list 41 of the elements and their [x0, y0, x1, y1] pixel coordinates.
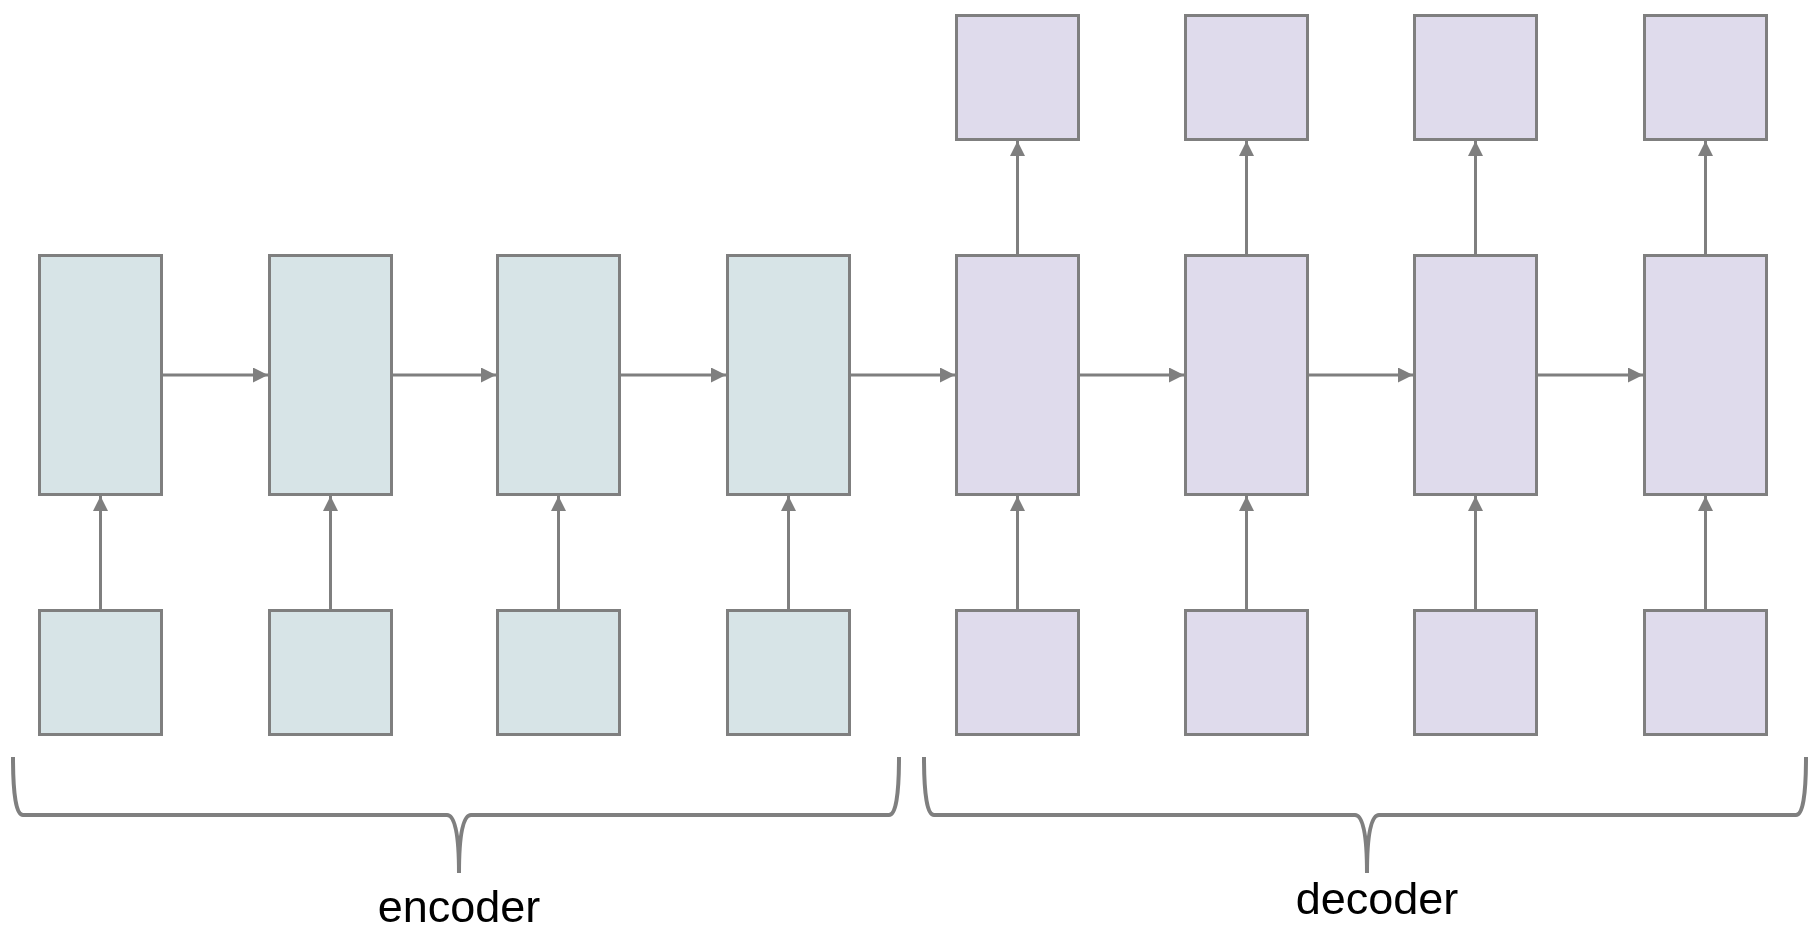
- cell-box: [1413, 609, 1538, 736]
- arrow: [1698, 141, 1713, 254]
- arrow: [163, 367, 268, 383]
- cell-box: [1184, 14, 1309, 141]
- cell-box: [726, 609, 851, 736]
- cell-box: [726, 254, 851, 496]
- cell-box: [955, 254, 1080, 496]
- arrow: [1010, 141, 1025, 254]
- arrow: [781, 496, 796, 609]
- group-label: encoder: [377, 884, 541, 929]
- cell-box: [1184, 609, 1309, 736]
- cell-box: [1184, 254, 1309, 496]
- cell-box: [496, 609, 621, 736]
- cell-box: [268, 609, 393, 736]
- cell-box: [38, 254, 163, 496]
- arrow: [1309, 367, 1413, 383]
- arrow: [1468, 496, 1483, 609]
- arrow: [1010, 496, 1025, 609]
- cell-box: [1413, 254, 1538, 496]
- cell-box: [1643, 609, 1768, 736]
- cell-box: [496, 254, 621, 496]
- arrow: [1239, 496, 1254, 609]
- cell-box: [1643, 14, 1768, 141]
- cell-box: [1413, 14, 1538, 141]
- arrow: [323, 496, 338, 609]
- arrow: [551, 496, 566, 609]
- cell-box: [1643, 254, 1768, 496]
- group-label: decoder: [1295, 876, 1459, 921]
- cell-box: [955, 609, 1080, 736]
- cell-box: [38, 609, 163, 736]
- arrow: [621, 367, 726, 383]
- cell-box: [268, 254, 393, 496]
- arrow: [1239, 141, 1254, 254]
- arrow: [1538, 367, 1643, 383]
- arrow: [851, 367, 955, 383]
- arrow: [1468, 141, 1483, 254]
- arrow: [393, 367, 496, 383]
- cell-box: [955, 14, 1080, 141]
- arrow: [93, 496, 108, 609]
- arrow: [1080, 367, 1184, 383]
- arrow: [1698, 496, 1713, 609]
